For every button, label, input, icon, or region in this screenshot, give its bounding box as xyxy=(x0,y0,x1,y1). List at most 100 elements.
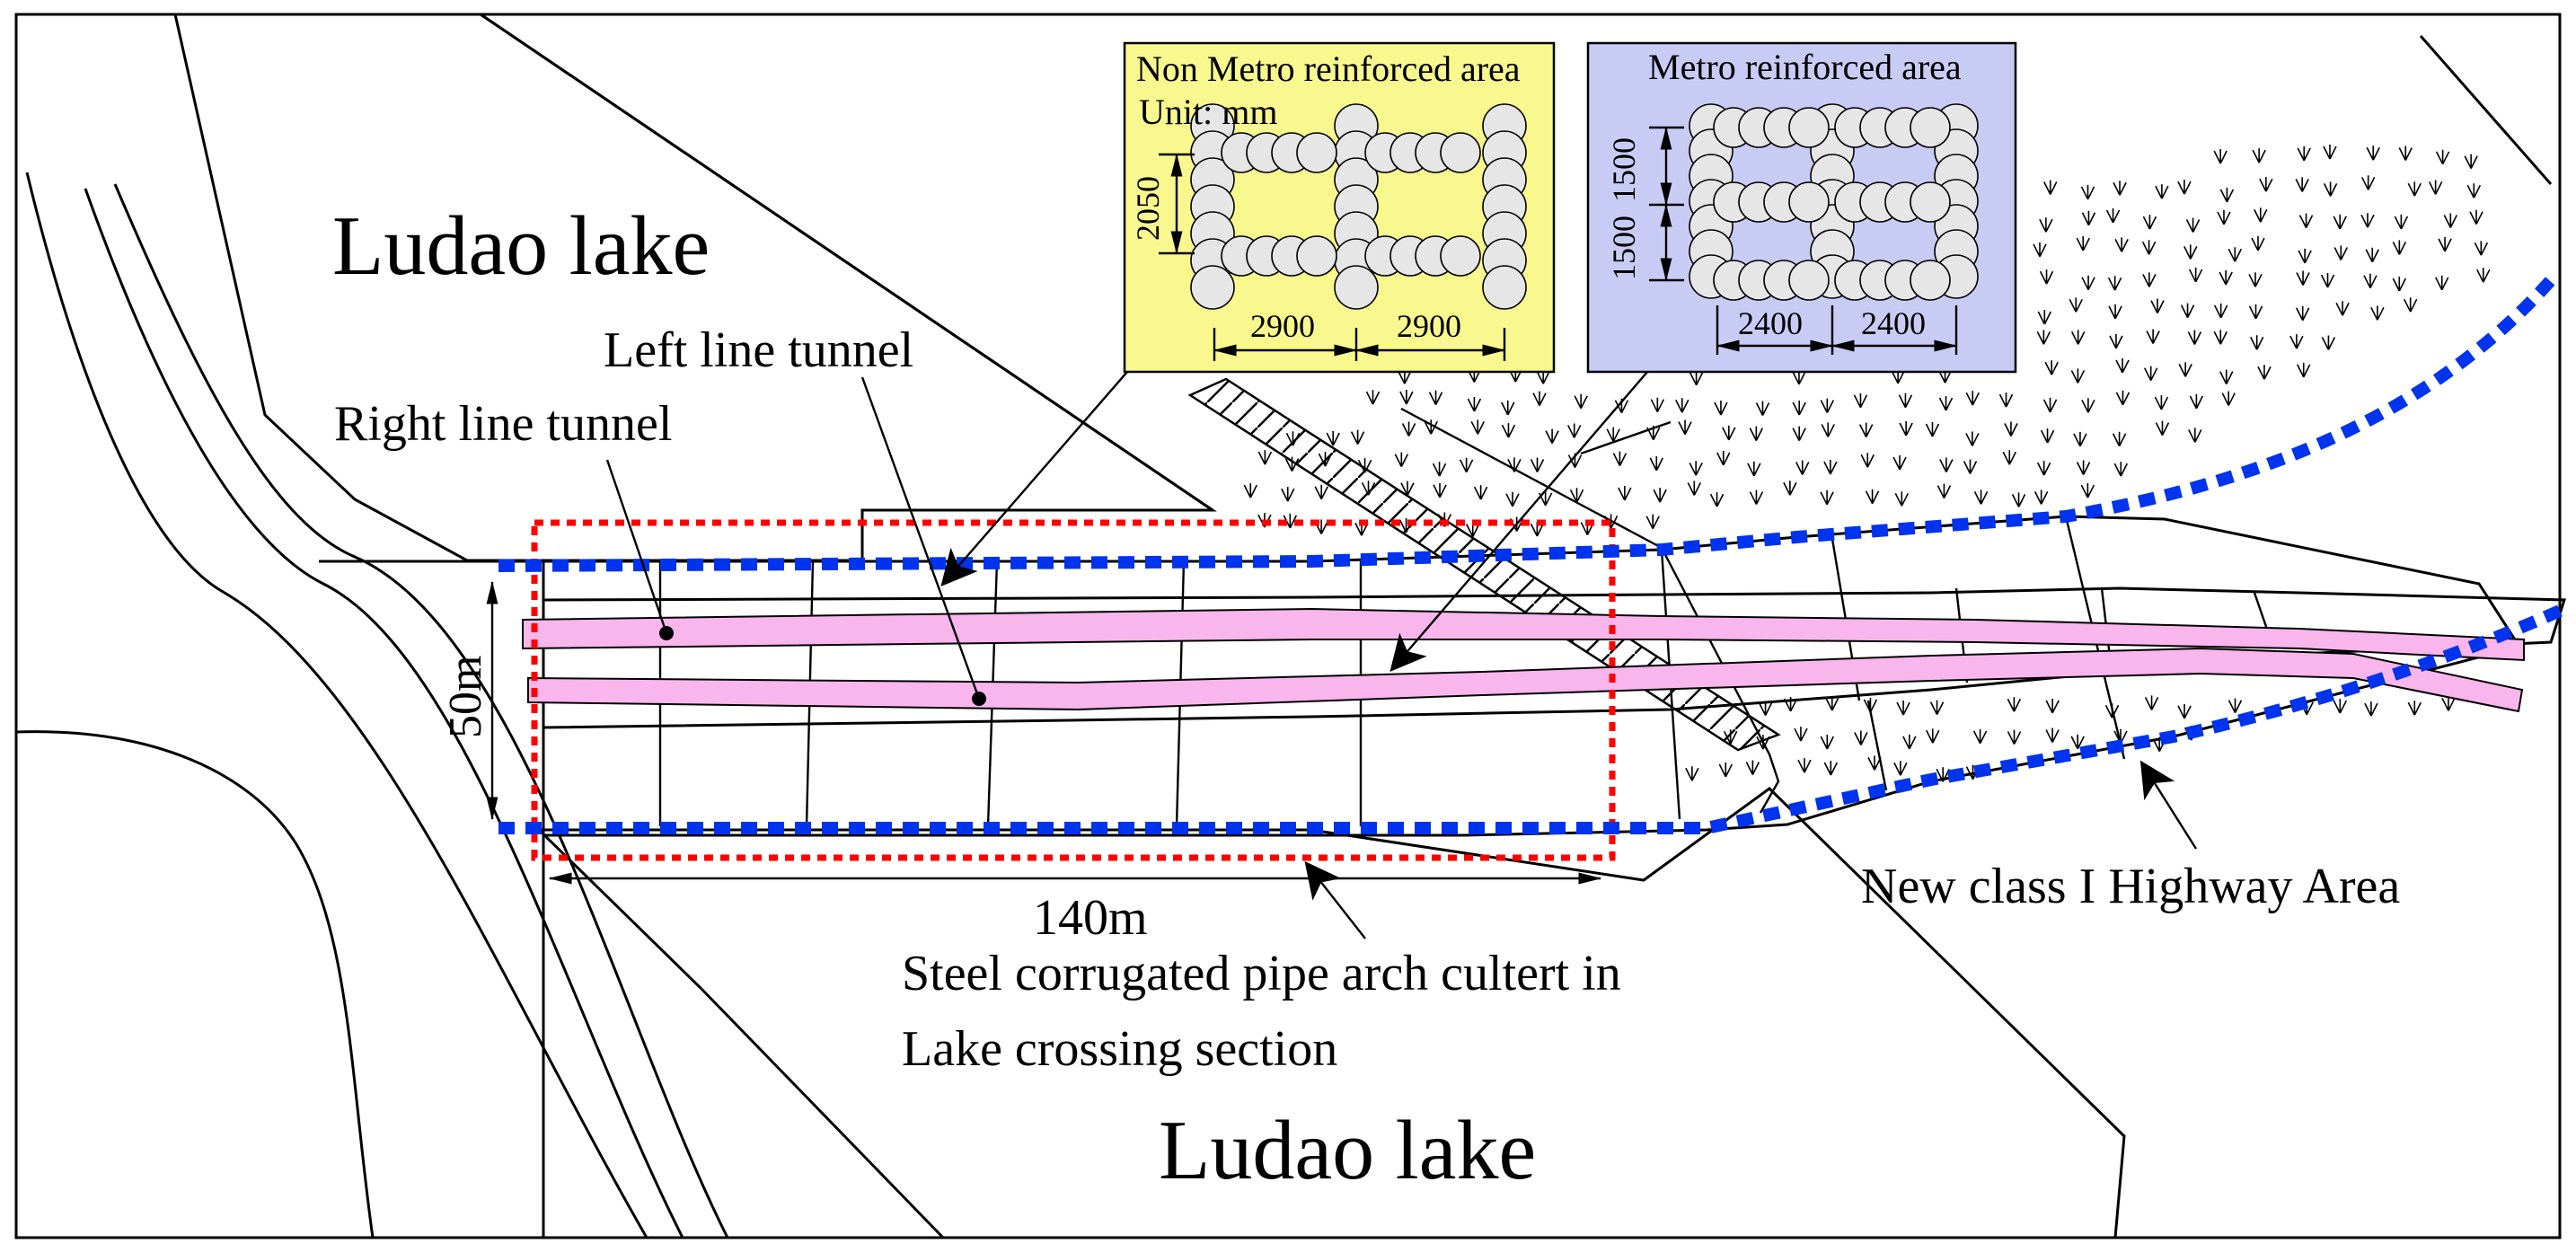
grass-tuft xyxy=(2070,330,2086,345)
grass-tuft xyxy=(1428,390,1443,405)
diagonal-road-edge-right xyxy=(1400,407,1780,814)
grass-tuft xyxy=(2295,177,2309,192)
grass-tuft xyxy=(2113,181,2127,196)
pile-circle xyxy=(1788,107,1830,148)
grass-tuft xyxy=(1467,396,1482,412)
lake-bottom-shape xyxy=(535,787,2126,1239)
grass-tuft xyxy=(2259,177,2273,192)
pile-circle xyxy=(1910,107,1951,148)
right-line-tunnel xyxy=(522,607,2525,662)
grass-tuft xyxy=(2081,275,2095,291)
grass-tuft xyxy=(1853,392,1868,409)
grass-tuft xyxy=(2113,462,2129,477)
grass-tuft xyxy=(2115,358,2130,374)
grass-tuft xyxy=(2392,240,2407,255)
grass-tuft xyxy=(2007,729,2022,745)
grass-tuft xyxy=(2044,360,2059,375)
grass-tuft xyxy=(1314,484,1328,500)
grass-tuft xyxy=(2141,240,2157,255)
grass-tuft xyxy=(1854,730,1868,745)
inset-metro xyxy=(1586,41,2017,374)
metro-dim-h1: 2400 xyxy=(1738,305,1803,341)
grass-tuft xyxy=(1545,428,1559,444)
grass-tuft xyxy=(1400,481,1415,497)
grass-tuft xyxy=(2320,272,2335,288)
grass-tuft xyxy=(2333,214,2347,230)
grass-tuft xyxy=(2365,247,2379,263)
grass-tuft xyxy=(2466,183,2482,198)
grass-tuft xyxy=(1722,425,1736,441)
grass-tuft xyxy=(2298,248,2312,264)
grass-tuft xyxy=(1567,423,1582,438)
grass-tuft xyxy=(1858,422,1874,437)
grass-tuft xyxy=(2392,277,2407,292)
grass-tuft xyxy=(1394,452,1409,467)
grass-tuft xyxy=(1898,392,1913,409)
pile-circle xyxy=(1788,260,1830,301)
blue-dotted-boundary-top xyxy=(498,276,2556,572)
grass-tuft xyxy=(2333,245,2348,260)
grass-tuft xyxy=(1795,460,1810,475)
grass-tuft xyxy=(2438,236,2452,252)
grass-tuft xyxy=(1257,450,1273,465)
grass-tuft xyxy=(1783,481,1797,496)
grass-tuft xyxy=(2251,236,2265,251)
grass-tuft xyxy=(2297,145,2311,162)
grass-tuft xyxy=(2011,492,2026,507)
grass-tuft xyxy=(1649,455,1663,472)
grass-tuft xyxy=(1350,429,1365,445)
grass-tuft xyxy=(1473,485,1488,500)
grass-tuft xyxy=(1938,395,1954,411)
grass-tuft xyxy=(1792,401,1806,416)
grass-tuft xyxy=(2248,272,2263,287)
grass-tuft xyxy=(2185,217,2201,233)
pile-circle xyxy=(1296,132,1337,173)
grass-tuft xyxy=(2177,180,2192,195)
grass-tuft xyxy=(1399,389,1414,405)
grass-tuft xyxy=(1745,760,1760,775)
grass-tuft xyxy=(1709,492,1725,507)
grass-tuft xyxy=(1459,457,1474,473)
grass-tuft xyxy=(2213,148,2228,164)
pile-circle xyxy=(1440,132,1481,173)
grass-tuft xyxy=(2146,329,2160,344)
grass-tuft xyxy=(1645,514,1660,530)
grass-tuft xyxy=(2219,269,2233,286)
grass-tuft xyxy=(2114,237,2129,252)
pile-circle xyxy=(1482,265,1527,310)
grass-tuft xyxy=(2144,695,2159,710)
grass-tuft xyxy=(1823,760,1839,776)
grass-tuft xyxy=(2464,154,2478,169)
metro-pile-pattern xyxy=(1689,103,1979,301)
grass-tuft xyxy=(2189,393,2204,410)
grass-tuft xyxy=(2323,145,2337,160)
grass-tuft xyxy=(2188,428,2202,443)
lake-bottom-label: Ludao lake xyxy=(1159,1104,1536,1197)
grass-tuft xyxy=(2428,180,2443,195)
grass-tuft xyxy=(1612,451,1628,466)
grass-tuft xyxy=(2004,421,2018,436)
grass-tuft xyxy=(1965,391,1980,406)
vegetation-area xyxy=(1243,145,2491,782)
grass-tuft xyxy=(2045,698,2060,714)
grass-tuft xyxy=(1902,734,1917,750)
grass-tuft xyxy=(2474,241,2489,256)
grass-tuft xyxy=(2217,209,2231,225)
grass-tuft xyxy=(1939,457,1954,472)
grass-tuft xyxy=(2297,362,2311,378)
grass-tuft xyxy=(1685,766,1699,781)
grass-tuft xyxy=(1281,487,1295,502)
grass-tuft xyxy=(2360,175,2376,190)
length-dimension-label: 140m xyxy=(1033,890,1148,946)
grass-tuft xyxy=(2039,217,2053,233)
grass-tuft xyxy=(2219,369,2234,384)
grass-tuft xyxy=(2036,461,2051,476)
grass-tuft xyxy=(1963,459,1978,474)
grass-tuft xyxy=(1432,462,1447,477)
metro-dim-h2: 2400 xyxy=(1861,305,1926,341)
grass-tuft xyxy=(1926,728,1940,744)
width-dimension-label: 50m xyxy=(440,656,491,738)
left-line-tunnel-label: Left line tunnel xyxy=(604,322,913,378)
grass-tuft xyxy=(1433,482,1447,498)
